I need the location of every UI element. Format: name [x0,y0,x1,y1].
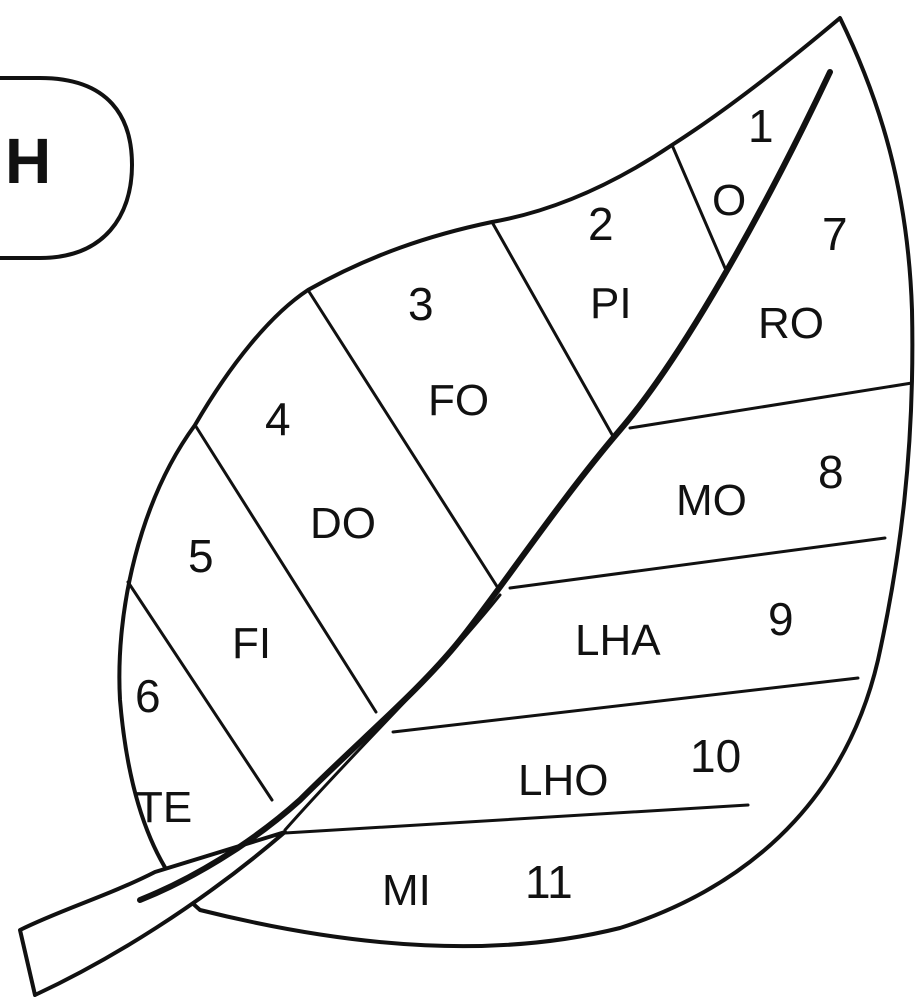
section-4: 4 DO [265,393,376,548]
section-2-code: PI [590,279,632,328]
divider-9-10 [393,678,858,732]
section-1-number: 1 [748,100,774,152]
section-9-number: 9 [768,593,794,645]
section-10-code: LHO [518,756,608,805]
section-2: 2 PI [588,198,632,328]
divider-2-3 [492,222,614,438]
section-9: 9 LHA [575,593,794,665]
divider-7-8 [630,383,912,428]
leaf-stem [20,832,285,995]
divider-4-5 [195,425,376,712]
section-11-code: MI [382,866,431,915]
badge-letter: H [5,125,51,197]
section-6-number: 6 [135,670,161,722]
divider-10-11 [285,805,748,833]
section-8-number: 8 [818,446,844,498]
section-8: 8 MO [676,446,844,525]
section-8-code: MO [676,476,747,525]
section-7-code: RO [758,299,824,348]
section-3-code: FO [428,376,489,425]
section-10-number: 10 [690,730,741,782]
section-5-code: FI [232,619,271,668]
section-9-code: LHA [575,616,661,665]
section-6-code: TE [136,783,192,832]
section-5: 5 FI [188,530,271,668]
section-4-number: 4 [265,393,291,445]
section-3-number: 3 [408,278,434,330]
section-7-number: 7 [822,208,848,260]
section-3: 3 FO [408,278,489,425]
divider-8-9 [510,538,885,588]
section-10: 10 LHO [518,730,741,805]
section-11: 11 MI [382,856,573,915]
section-11-number: 11 [525,856,573,908]
section-5-number: 5 [188,530,214,582]
section-2-number: 2 [588,198,614,250]
leaf-outline [119,18,912,946]
section-1-code: O [712,176,746,225]
badge: H [0,78,132,258]
section-7: 7 RO [758,208,848,348]
section-4-code: DO [310,499,376,548]
section-6: 6 TE [135,670,192,832]
